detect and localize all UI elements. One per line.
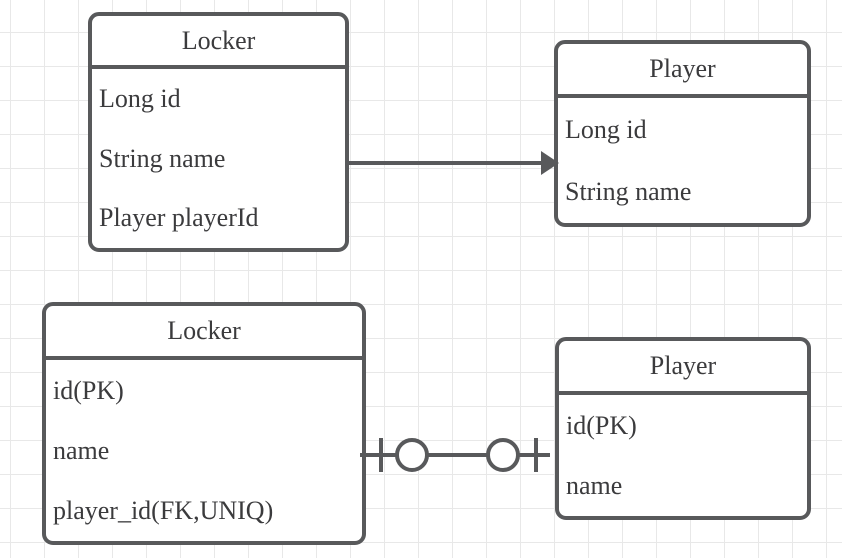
entity-title: Locker [92, 16, 345, 69]
attribute-row: id(PK) [566, 410, 637, 440]
connector-directed-association[interactable] [345, 140, 560, 186]
entity-title: Player [559, 341, 807, 395]
attribute-row: name [566, 471, 623, 501]
attribute-row: Long id [565, 114, 647, 144]
entity-player-class[interactable]: Player Long id String name [554, 40, 811, 227]
entity-attribute-list: id(PK) name player_id(FK,UNIQ) [46, 360, 362, 541]
attribute-row: player_id(FK,UNIQ) [53, 496, 274, 526]
entity-attribute-list: Long id String name [558, 98, 807, 223]
zero-circle-icon [395, 438, 429, 472]
attribute-row: Player playerId [99, 203, 259, 233]
entity-attribute-list: Long id String name Player playerId [92, 69, 345, 248]
zero-circle-icon [486, 438, 520, 472]
attribute-row: String name [99, 143, 226, 173]
attribute-row: name [53, 435, 110, 465]
solid-arrowhead-icon [541, 151, 559, 175]
entity-title: Player [558, 44, 807, 98]
entity-player-table[interactable]: Player id(PK) name [555, 337, 811, 520]
entity-title: Locker [46, 306, 362, 360]
entity-attribute-list: id(PK) name [559, 395, 807, 516]
entity-locker-class[interactable]: Locker Long id String name Player player… [88, 12, 349, 252]
connector-one-to-one-optional[interactable] [360, 428, 550, 482]
entity-locker-table[interactable]: Locker id(PK) name player_id(FK,UNIQ) [42, 302, 366, 545]
attribute-row: String name [565, 177, 692, 207]
attribute-row: id(PK) [53, 375, 124, 405]
attribute-row: Long id [99, 84, 181, 114]
